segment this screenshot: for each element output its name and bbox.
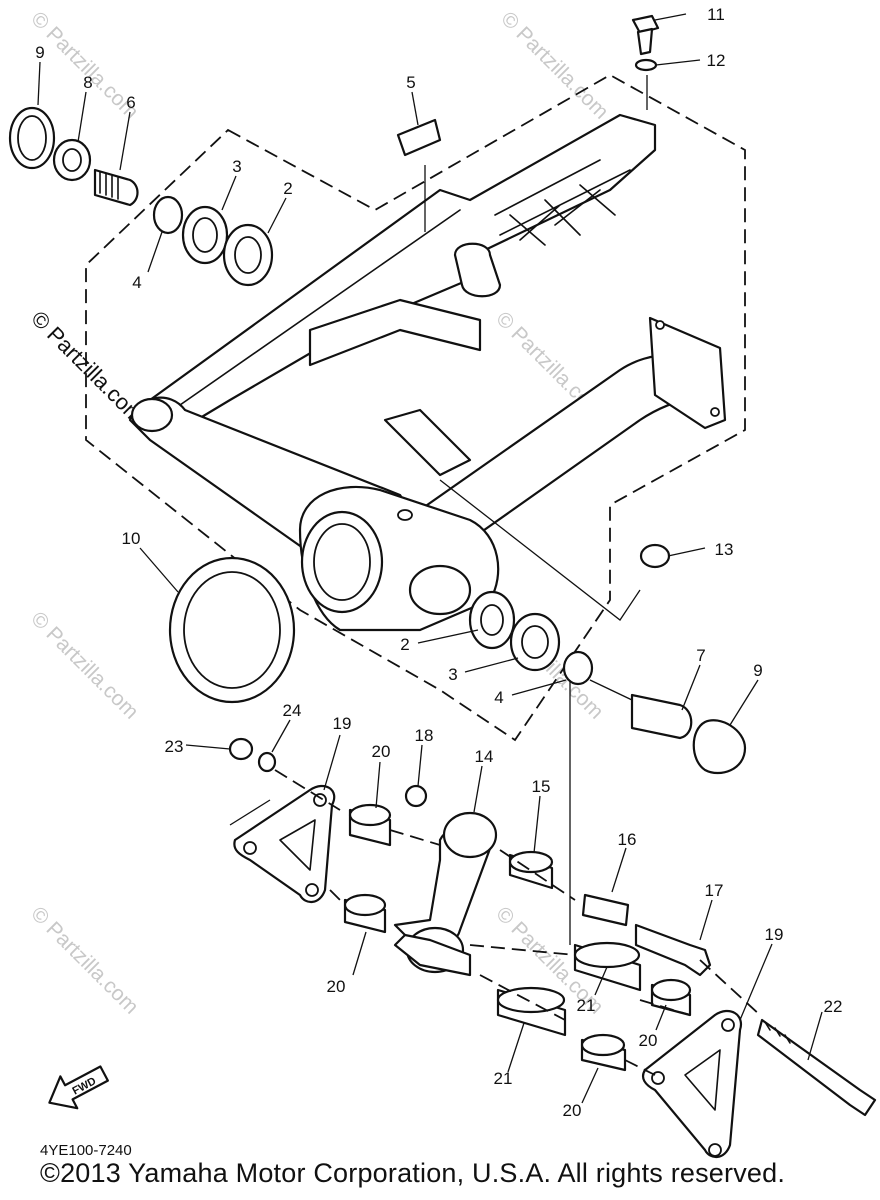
callout-number: 9 xyxy=(35,43,44,62)
callout-number: 20 xyxy=(372,742,391,761)
watermark-text: © Partzilla.com xyxy=(496,7,612,123)
callout-number: 6 xyxy=(126,93,135,112)
shaft-6 xyxy=(93,168,139,207)
pivot-plate-bolt-hole xyxy=(655,320,665,330)
bearing-bore xyxy=(408,564,472,616)
callout-number: 21 xyxy=(494,1069,513,1088)
nut-23 xyxy=(228,737,254,761)
callout-numbers: 11 12 5 9 8 6 3 2 4 10 13 2 3 4 7 9 23 2… xyxy=(35,5,842,1120)
callout-number: 10 xyxy=(122,529,141,548)
cap-9-lower xyxy=(692,719,747,775)
callout-number: 14 xyxy=(475,747,494,766)
bolt-11 xyxy=(631,14,660,56)
callout-number: 12 xyxy=(707,51,726,70)
callout-number: 17 xyxy=(705,881,724,900)
assembly-center-lines xyxy=(229,75,761,1076)
callout-number: 7 xyxy=(696,646,705,665)
collar-4 xyxy=(152,195,184,235)
callout-number: 22 xyxy=(824,997,843,1016)
pivot-shaft-7 xyxy=(630,693,693,740)
callout-number: 20 xyxy=(639,1031,658,1050)
pivot-plate xyxy=(648,316,727,430)
diagram-code: 4YE100-7240 xyxy=(40,1142,132,1159)
callout-number: 24 xyxy=(283,701,302,720)
grease-hole xyxy=(397,509,413,521)
callout-number: 16 xyxy=(618,830,637,849)
cap-13 xyxy=(639,543,671,569)
washer-12 xyxy=(634,58,658,72)
callout-number: 8 xyxy=(83,73,92,92)
ring-10 xyxy=(168,556,296,704)
copyright-notice: ©2013 Yamaha Motor Corporation, U.S.A. A… xyxy=(40,1158,786,1188)
fwd-arrow-icon: FWD xyxy=(48,1065,109,1110)
callout-number: 4 xyxy=(494,688,503,707)
upper-shaft xyxy=(453,242,502,298)
callout-number: 4 xyxy=(132,273,141,292)
callout-number: 2 xyxy=(400,635,409,654)
crossmember xyxy=(308,298,482,367)
watermark-text: © Partzilla.com xyxy=(26,607,142,723)
truss-bracing xyxy=(494,159,631,246)
swingarm-upper-arm xyxy=(148,113,657,432)
callout-number: 19 xyxy=(765,925,784,944)
upper-bearing-group xyxy=(8,106,274,287)
collar-16 xyxy=(581,893,630,927)
swingarm xyxy=(128,113,727,632)
callout-number: 3 xyxy=(232,157,241,176)
callout-number: 3 xyxy=(448,665,457,684)
assembly-dashed-outline xyxy=(85,73,746,742)
bolt-17 xyxy=(634,923,712,977)
callout-number: 2 xyxy=(283,179,292,198)
watermark-text: © Partzilla.com xyxy=(26,902,142,1018)
callout-number: 15 xyxy=(532,777,551,796)
callout-number: 18 xyxy=(415,726,434,745)
pad-5 xyxy=(396,118,442,157)
callout-number: 9 xyxy=(753,661,762,680)
pivot-housing-inner-bore xyxy=(313,523,371,601)
callout-number: 20 xyxy=(563,1101,582,1120)
callout-number: 21 xyxy=(577,996,596,1015)
bolt-22 xyxy=(756,1018,877,1117)
pivot-plate-bolt-hole xyxy=(710,407,720,417)
callout-leaders xyxy=(37,13,823,1104)
callout-number: 19 xyxy=(333,714,352,733)
washer-24 xyxy=(257,751,277,773)
chain-guide-tab xyxy=(383,408,472,477)
callout-number: 20 xyxy=(327,977,346,996)
left-arm-end xyxy=(130,397,174,433)
collar-18 xyxy=(404,784,428,808)
callout-number: 11 xyxy=(707,5,725,24)
upper-arm-edge xyxy=(179,209,461,406)
callout-number: 5 xyxy=(406,73,415,92)
callout-number: 23 xyxy=(165,737,184,756)
watermark-text: © Partzilla.com xyxy=(26,306,149,429)
collar-4-lower xyxy=(562,650,594,686)
callout-number: 13 xyxy=(715,540,734,559)
